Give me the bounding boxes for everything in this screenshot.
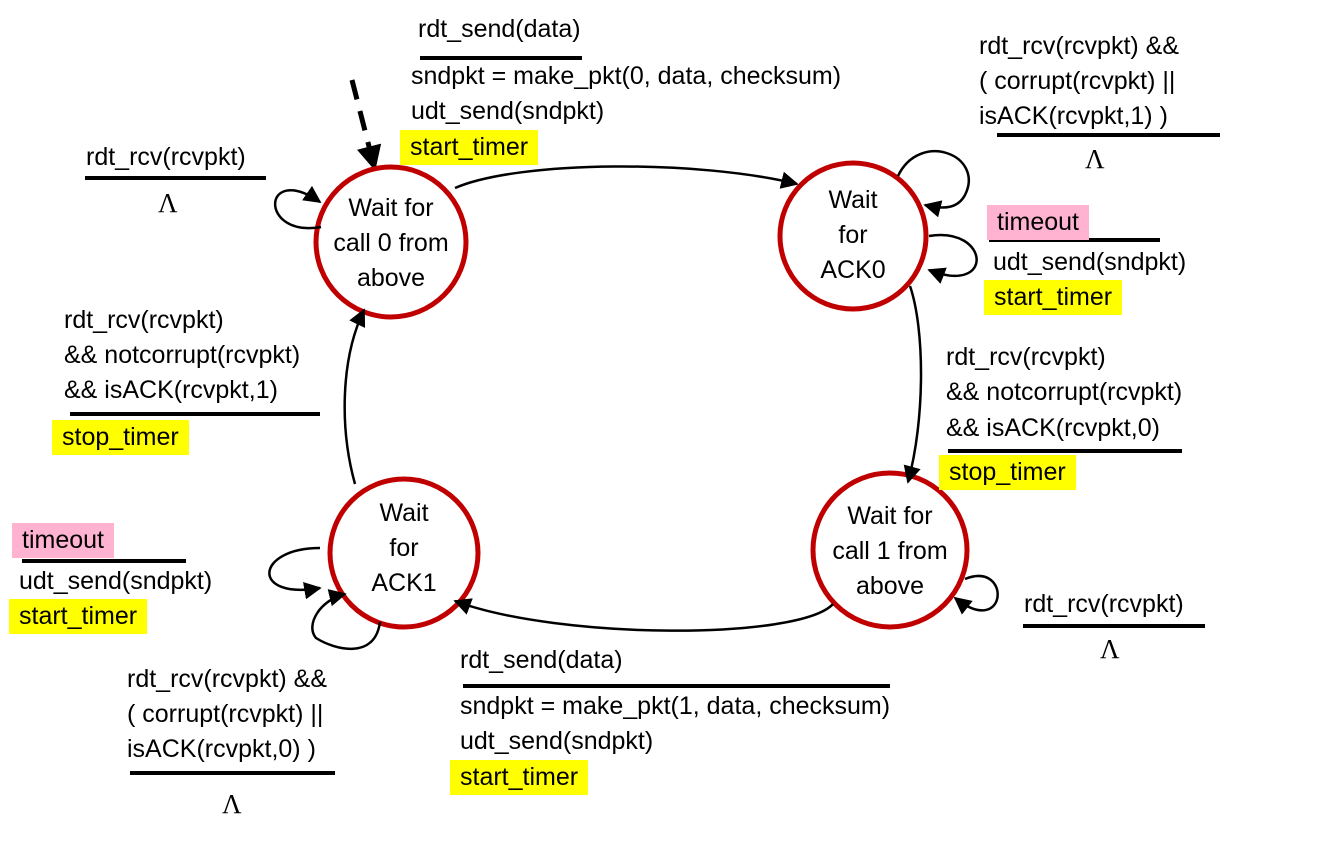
send1-action-1: sndpkt = make_pkt(1, data, checksum) (460, 692, 891, 720)
state-label-wait-ack0: Wait for ACK0 (780, 183, 926, 288)
send0-action-1: sndpkt = make_pkt(0, data, checksum) (411, 62, 842, 90)
send1-action-2: udt_send(sndpkt) (460, 727, 654, 755)
ack0-corrupt-event-3: isACK(rcvpkt,1) ) (979, 102, 1168, 130)
state-line: ACK1 (371, 569, 437, 597)
selfloop-ack0-corrupt (896, 150, 970, 218)
state-line: ACK0 (820, 256, 886, 284)
state-wait-call1 (810, 470, 970, 630)
state-label-wait-call1: Wait for call 1 from above (813, 499, 967, 604)
ack0-corrupt-event-1: rdt_rcv(rcvpkt) && (979, 32, 1180, 60)
state-line: Wait (828, 186, 878, 214)
selfloop-ack0-timeout (927, 233, 978, 284)
ack0-corrupt-action: Λ (1085, 144, 1105, 174)
state-line: above (855, 572, 925, 600)
transition-ack0-to-call1 (903, 285, 923, 484)
call0-self-action: Λ (158, 188, 178, 218)
state-line: call 0 from (333, 229, 449, 257)
state-label-wait-ack1: Wait for ACK1 (330, 496, 478, 601)
ack0-timeout-action: udt_send(sndpkt) (993, 248, 1187, 276)
call0-self-event: rdt_rcv(rcvpkt) (86, 143, 246, 171)
selfloop-call0 (274, 185, 322, 230)
state-wait-call0 (313, 164, 469, 320)
ack0-corrupt-event-2: ( corrupt(rcvpkt) || (979, 67, 1176, 95)
ack1-ok-event-2: && notcorrupt(rcvpkt) (64, 341, 301, 369)
call1-self-event: rdt_rcv(rcvpkt) (1024, 590, 1184, 618)
ack1-corrupt-event-1: rdt_rcv(rcvpkt) && (127, 665, 328, 693)
ack1-ok-event-1: rdt_rcv(rcvpkt) (64, 306, 224, 334)
transition-call0-to-ack0 (454, 165, 799, 190)
send0-action-2: udt_send(sndpkt) (411, 97, 605, 125)
ack1-corrupt-event-3: isACK(rcvpkt,0) ) (127, 735, 316, 763)
state-line: Wait for (348, 194, 434, 222)
ack1-timeout-action: udt_send(sndpkt) (19, 567, 213, 595)
send1-event: rdt_send(data) (460, 646, 623, 674)
call1-self-action: Λ (1100, 634, 1120, 664)
send1-highlight: start_timer (450, 760, 589, 795)
selfloop-ack1-corrupt (311, 589, 382, 651)
state-label-wait-call0: Wait for call 0 from above (316, 191, 466, 296)
selfloop-ack1-timeout (268, 546, 322, 600)
ack0-timeout-highlight: start_timer (984, 280, 1123, 315)
ack1-ok-highlight: stop_timer (52, 420, 189, 455)
ack0-ok-event-3: && isACK(rcvpkt,0) (946, 414, 1160, 442)
send0-event: rdt_send(data) (418, 15, 581, 43)
ack1-timeout-highlight: start_timer (9, 599, 148, 634)
send0-highlight: start_timer (400, 130, 539, 165)
selfloop-call1 (953, 574, 999, 615)
state-wait-ack0 (777, 160, 929, 312)
state-line: Wait (379, 499, 429, 527)
state-line: for (389, 534, 419, 562)
state-line: for (838, 221, 868, 249)
initial-state-arrow (349, 79, 382, 171)
ack1-timeout-event: timeout (12, 523, 114, 558)
state-wait-ack1 (327, 476, 481, 630)
ack1-corrupt-action: Λ (222, 789, 242, 819)
state-line: Wait for (847, 502, 933, 530)
ack1-corrupt-event-2: ( corrupt(rcvpkt) || (127, 700, 324, 728)
transition-call1-to-ack1 (453, 598, 834, 632)
ack0-ok-highlight: stop_timer (939, 455, 1076, 490)
state-line: above (356, 264, 426, 292)
ack0-ok-event-2: && notcorrupt(rcvpkt) (946, 378, 1183, 406)
transition-ack1-to-call0 (343, 308, 366, 485)
ack0-timeout-event: timeout (987, 205, 1089, 240)
state-line: call 1 from (832, 537, 948, 565)
ack1-ok-event-3: && isACK(rcvpkt,1) (64, 376, 278, 404)
ack0-ok-event-1: rdt_rcv(rcvpkt) (946, 343, 1106, 371)
